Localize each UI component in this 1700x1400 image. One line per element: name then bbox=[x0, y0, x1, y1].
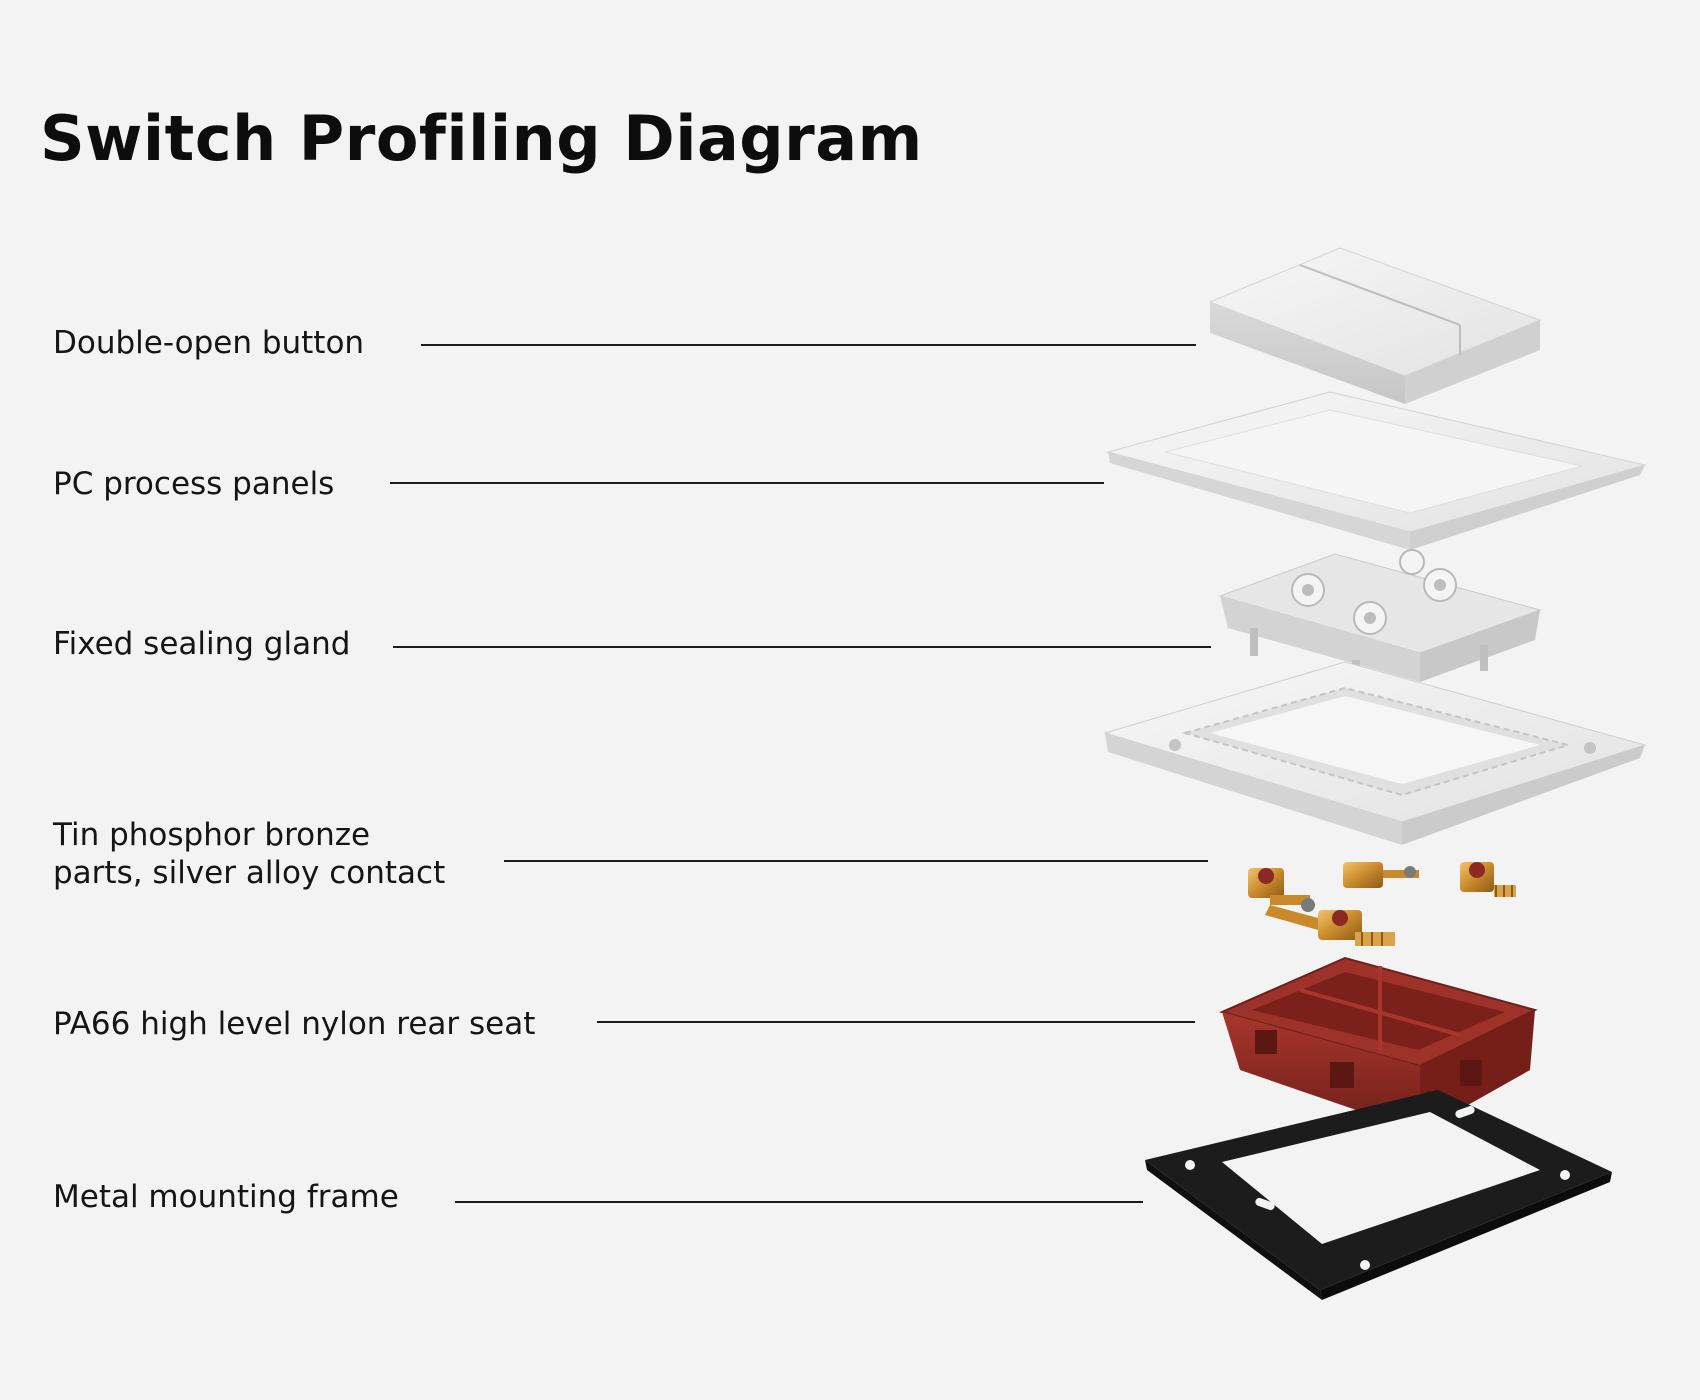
label-pc-process-panels: PC process panels bbox=[53, 465, 334, 503]
leader-line-gland bbox=[393, 646, 1211, 648]
label-text: PA66 high level nylon rear seat bbox=[53, 1006, 536, 1042]
label-nylon-rear-seat: PA66 high level nylon rear seat bbox=[53, 1005, 535, 1043]
page-title: Switch Profiling Diagram bbox=[40, 102, 923, 175]
label-text: Double-open button bbox=[53, 325, 365, 361]
metal-mounting-frame-part bbox=[1145, 1090, 1612, 1300]
leader-line-seat bbox=[597, 1021, 1195, 1023]
label-text-line2: parts, silver alloy contact bbox=[53, 855, 446, 891]
label-contact-parts: Tin phosphor bronze parts, silver alloy … bbox=[53, 816, 445, 892]
label-metal-mounting-frame: Metal mounting frame bbox=[53, 1178, 399, 1216]
label-text-line1: Tin phosphor bronze bbox=[53, 817, 371, 853]
double-open-button-part bbox=[1208, 247, 1542, 404]
leader-line-contacts bbox=[504, 860, 1208, 862]
label-text: Fixed sealing gland bbox=[53, 626, 351, 662]
leader-line-panel bbox=[390, 482, 1104, 484]
leader-line-frame bbox=[455, 1201, 1143, 1203]
white-mounting-plate-part bbox=[1103, 661, 1647, 845]
leader-line-button bbox=[421, 344, 1196, 346]
label-fixed-sealing-gland: Fixed sealing gland bbox=[53, 625, 350, 663]
pc-process-panel-part bbox=[1106, 391, 1647, 550]
label-double-open-button: Double-open button bbox=[53, 324, 364, 362]
label-text: Metal mounting frame bbox=[53, 1179, 399, 1215]
bronze-contacts-part bbox=[1248, 862, 1516, 946]
fixed-sealing-gland-part bbox=[1218, 549, 1542, 690]
label-text: PC process panels bbox=[53, 466, 335, 502]
